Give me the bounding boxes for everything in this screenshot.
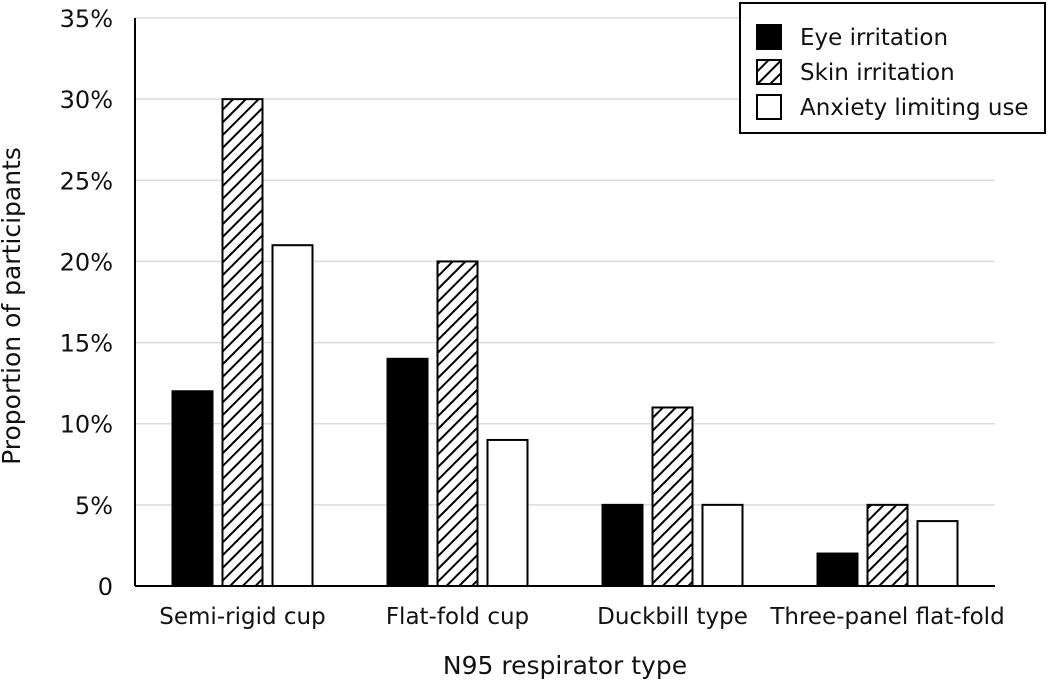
x-category-labels: Semi-rigid cup Flat-fold cup Duckbill type… bbox=[159, 604, 1004, 630]
legend-swatch bbox=[756, 94, 782, 120]
bar-empty bbox=[916, 520, 959, 587]
legend-label: Eye irritation bbox=[800, 25, 948, 51]
legend-box bbox=[739, 2, 1046, 134]
bar-empty bbox=[486, 438, 529, 588]
y-tick-label: 5% bbox=[75, 492, 113, 520]
y-tick-label: 25% bbox=[60, 167, 113, 195]
legend-swatch bbox=[756, 24, 782, 50]
bar-hatch bbox=[221, 98, 264, 588]
legend-label: Anxiety limiting use bbox=[800, 95, 1029, 121]
legend-label: Skin irritation bbox=[800, 60, 955, 86]
bar-hatch bbox=[436, 260, 479, 587]
bars bbox=[171, 98, 959, 588]
x-category-label: Duckbill type bbox=[597, 604, 748, 630]
y-tick-label: 20% bbox=[60, 248, 113, 276]
bar-solid bbox=[816, 552, 859, 587]
bar-solid bbox=[171, 390, 214, 587]
legend-swatch bbox=[756, 59, 782, 85]
bar-hatch bbox=[651, 406, 694, 587]
x-axis-title: N95 respirator type bbox=[443, 651, 687, 680]
x-category-label: Three-panel flat-fold bbox=[769, 604, 1004, 630]
y-axis-title: Proportion of participants bbox=[0, 147, 26, 465]
y-tick-label: 0 bbox=[98, 573, 113, 601]
bar-empty bbox=[271, 244, 314, 587]
x-category-label: Semi-rigid cup bbox=[159, 604, 325, 630]
y-tick-label: 10% bbox=[60, 411, 113, 439]
bar-empty bbox=[701, 503, 744, 588]
y-tick-label: 15% bbox=[60, 330, 113, 358]
bar-solid bbox=[601, 503, 644, 588]
bar-solid bbox=[386, 357, 429, 587]
y-tick-label: 30% bbox=[60, 86, 113, 114]
y-tick-labels: 0 5% 10% 15% 20% 25% 30% 35% bbox=[60, 5, 113, 601]
x-category-label: Flat-fold cup bbox=[386, 604, 529, 630]
bar-hatch bbox=[866, 503, 909, 588]
y-tick-label: 35% bbox=[60, 5, 113, 33]
